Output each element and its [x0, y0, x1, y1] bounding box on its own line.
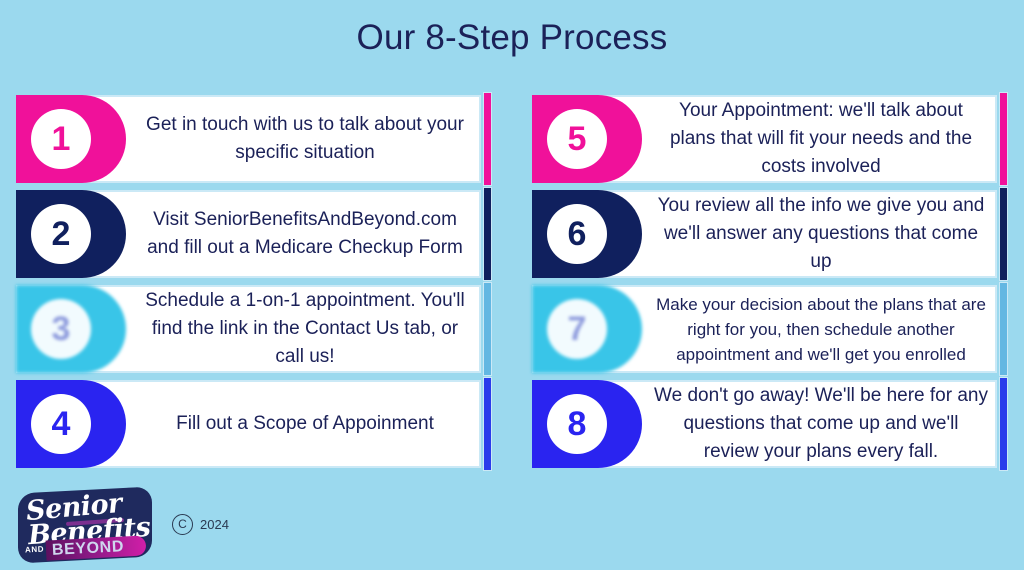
step-badge-disc: 5	[547, 109, 607, 169]
step-card-1: 1 Get in touch with us to talk about your…	[16, 92, 492, 186]
step-accent-bar	[999, 377, 1008, 471]
step-badge-disc: 4	[31, 394, 91, 454]
step-text: Visit SeniorBenefitsAndBeyond.com and fi…	[147, 209, 463, 258]
step-card-4: 4 Fill out a Scope of Appoinment	[16, 377, 492, 471]
step-badge-disc: 2	[31, 204, 91, 264]
step-badge-5: 5	[532, 95, 642, 183]
step-badge-disc: 3	[31, 299, 91, 359]
step-accent-bar	[999, 92, 1008, 186]
step-accent-bar	[999, 282, 1008, 376]
step-card-8: 8 We don't go away! We'll be here for any…	[532, 377, 1008, 471]
step-badge-7: 7	[532, 285, 642, 373]
step-number: 3	[51, 310, 71, 348]
step-card-3: 3 Schedule a 1-on-1 appointment. You'll f…	[16, 282, 492, 376]
copyright: C 2024	[172, 513, 229, 535]
step-number: 1	[51, 120, 71, 158]
step-badge-disc: 6	[547, 204, 607, 264]
copyright-icon: C	[172, 513, 193, 535]
logo-text-and: AND	[24, 544, 45, 555]
step-text: Make your decision about the plans that …	[656, 294, 986, 364]
company-logo: Senior Benefits AND BEYOND	[14, 486, 156, 564]
step-card-7: 7 Make your decision about the plans that…	[532, 282, 1008, 376]
step-accent-bar	[483, 282, 492, 376]
step-accent-bar	[999, 187, 1008, 281]
step-badge-disc: 8	[547, 394, 607, 454]
step-badge-4: 4	[16, 380, 126, 468]
step-card-2: 2 Visit SeniorBenefitsAndBeyond.com and f…	[16, 187, 492, 281]
step-accent-bar	[483, 92, 492, 186]
step-number: 2	[51, 215, 71, 253]
step-number: 8	[567, 405, 587, 443]
step-badge-2: 2	[16, 190, 126, 278]
step-badge-disc: 1	[31, 109, 91, 169]
step-badge-8: 8	[532, 380, 642, 468]
step-card-5: 5 Your Appointment: we'll talk about plan…	[532, 92, 1008, 186]
logo-text-beyond: BEYOND	[51, 538, 125, 559]
step-accent-bar	[483, 187, 492, 281]
step-badge-3: 3	[16, 285, 126, 373]
step-text: Get in touch with us to talk about your …	[146, 114, 464, 163]
footer: Senior Benefits AND BEYOND C 2024	[14, 486, 229, 564]
steps-grid: 1 Get in touch with us to talk about your…	[16, 92, 1008, 471]
step-accent-bar	[483, 377, 492, 471]
step-number: 4	[51, 405, 71, 443]
step-badge-6: 6	[532, 190, 642, 278]
step-badge-disc: 7	[547, 299, 607, 359]
step-number: 6	[567, 215, 587, 253]
step-number: 7	[567, 310, 587, 348]
step-card-6: 6 You review all the info we give you and…	[532, 187, 1008, 281]
page-title: Our 8-Step Process	[356, 18, 668, 57]
step-badge-1: 1	[16, 95, 126, 183]
step-text: Fill out a Scope of Appoinment	[176, 413, 434, 434]
step-text: We don't go away! We'll be here for any …	[654, 385, 988, 462]
step-number: 5	[567, 120, 587, 158]
step-text: Your Appointment: we'll talk about plans…	[669, 100, 973, 177]
step-text: Schedule a 1-on-1 appointment. You'll fi…	[145, 290, 465, 367]
copyright-year: 2024	[200, 516, 229, 532]
step-text: You review all the info we give you and …	[657, 195, 985, 272]
